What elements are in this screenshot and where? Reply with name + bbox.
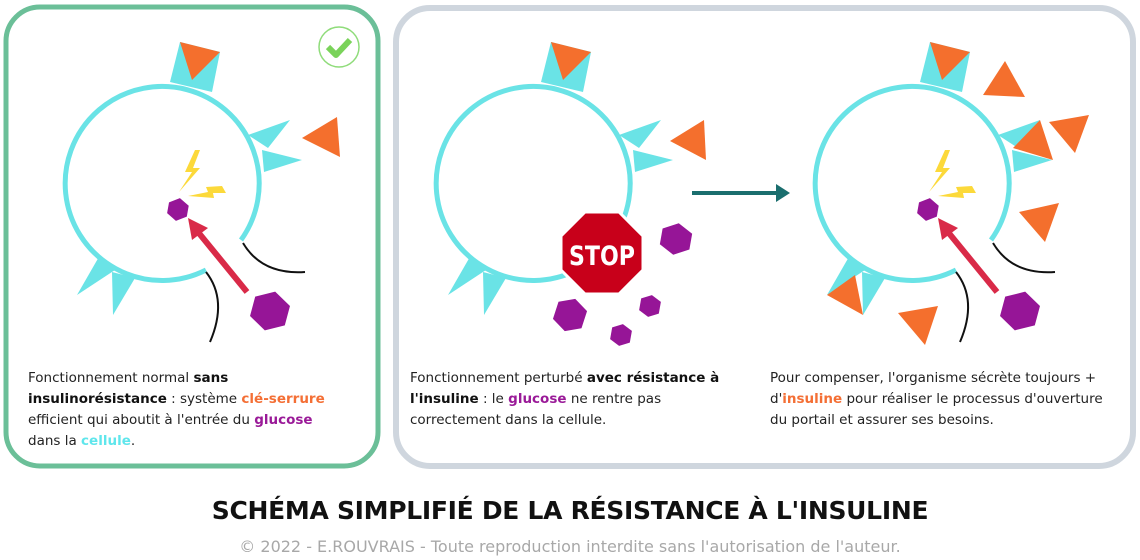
caption-segment: Pour compenser, l'organisme sécrète touj… <box>770 370 1097 407</box>
glucose <box>552 298 588 332</box>
glucose <box>659 223 693 255</box>
glucose <box>610 324 632 346</box>
caption-segment: cellule <box>81 433 131 449</box>
caption-segment: : système <box>166 391 242 407</box>
insulin-free <box>302 117 340 157</box>
panel-resistance-caption: Fonctionnement perturbé avec résistance … <box>410 368 730 431</box>
cell-normal <box>65 42 340 342</box>
caption-segment: efficient qui aboutit à l'entrée du <box>28 412 255 428</box>
caption-segment: sans insulinorésistance <box>28 370 229 407</box>
stop-label: STOP <box>569 241 635 272</box>
panel-resistance <box>393 5 1136 469</box>
page-title: SCHÉMA SIMPLIFIÉ DE LA RÉSISTANCE À L'IN… <box>211 496 929 525</box>
caption-segment: clé-serrure <box>241 391 325 407</box>
caption-segment: glucose <box>254 412 313 428</box>
caption-segment: . <box>130 433 136 449</box>
caption-segment: glucose <box>508 391 567 407</box>
arrow-right-icon <box>692 184 790 202</box>
caption-segment: : le <box>478 391 509 407</box>
stop-sign-icon: STOP <box>559 210 645 296</box>
panel-normal-caption: Fonctionnement normal sans insulinorésis… <box>28 368 348 452</box>
glucose <box>639 295 661 317</box>
caption-segment: pour réaliser le processus d'ouverture d… <box>770 391 1103 428</box>
cell-compensated <box>815 42 1089 345</box>
insulin-free <box>670 120 706 160</box>
caption-segment: dans la <box>28 433 82 449</box>
caption-segment: Fonctionnement normal <box>28 370 194 386</box>
cell-resistant <box>436 42 706 346</box>
panel-compensation-caption: Pour compenser, l'organisme sécrète touj… <box>770 368 1110 431</box>
caption-segment: Fonctionnement perturbé <box>410 370 587 386</box>
check-circle-icon <box>318 26 360 68</box>
caption-segment: ne rentre pas correctement dans la cellu… <box>410 391 662 428</box>
caption-segment: avec résistance à l'insuline <box>410 370 720 407</box>
caption-segment: insuline <box>782 391 843 407</box>
copyright: © 2022 - E.ROUVRAIS - Toute reproduction… <box>239 537 901 556</box>
